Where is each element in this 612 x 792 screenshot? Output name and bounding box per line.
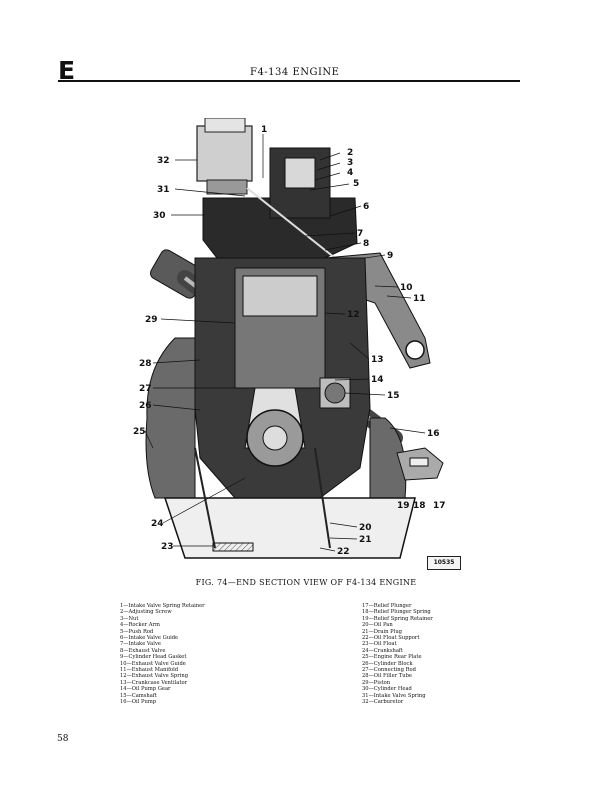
running-title: F4-134 ENGINE [250,67,340,78]
legend-item: 27—Connecting Rod [362,667,416,674]
engine-section-illustration: 1 2 3 4 5 6 7 8 9 10 11 12 13 14 15 16 1… [125,118,460,570]
figure-number-badge: 10535 [427,556,461,570]
legend-item: 31—Intake Valve Spring [362,692,426,699]
callout-3: 3 [347,158,353,168]
legend-item: 32—Carburetor [362,699,404,706]
callout-16: 16 [427,429,440,439]
legend-item: 15—Camshaft [120,692,157,699]
legend-item: 11—Exhaust Manifold [120,667,179,674]
callout-17: 17 [433,501,446,511]
callout-9: 9 [387,251,393,261]
legend-item: 12—Exhaust Valve Spring [120,673,189,680]
legend-item: 22—Oil Float Support [362,635,420,642]
callout-28: 28 [139,359,152,369]
carburetor-shape [196,118,253,195]
legend-item: 7—Intake Valve [120,641,161,648]
legend-item: 10—Exhaust Valve Guide [120,660,186,667]
legend-item: 26—Cylinder Block [362,660,413,667]
callout-29: 29 [145,315,158,325]
legend-item: 14—Oil Pump Gear [120,686,171,693]
relief-plunger-detail-shape [396,447,444,481]
callout-18: 18 [413,501,426,511]
callout-15: 15 [387,391,400,401]
callout-22: 22 [337,547,350,557]
callout-14: 14 [371,375,384,385]
figure-caption: FIG. 74—END SECTION VIEW OF F4-134 ENGIN… [195,578,417,587]
legend-item: 5—Push Rod [120,628,154,635]
legend-item: 30—Cylinder Head [362,686,412,693]
callout-27: 27 [139,384,152,394]
callout-labels: 1 2 3 4 5 6 7 8 9 10 11 12 13 14 15 16 1… [133,125,446,557]
legend-item: 29—Piston [362,679,391,686]
callout-6: 6 [363,202,369,212]
legend-item: 9—Cylinder Head Gasket [120,654,187,661]
legend-item: 6—Intake Valve Guide [120,635,179,642]
legend-item: 8—Exhaust Valve [120,647,166,654]
leader-lines [144,134,426,552]
callout-25: 25 [133,427,146,437]
callout-26: 26 [139,401,152,411]
cylinder-block-shape [194,257,371,499]
legend-item: 24—Crankshaft [362,647,403,654]
callout-11: 11 [413,294,426,304]
callout-2: 2 [347,148,353,158]
section-letter: E [58,56,75,85]
legend-left-column: 1—Intake Valve Spring Retainer 2—Adjusti… [120,603,310,706]
callout-23: 23 [161,542,174,552]
callout-7: 7 [357,229,363,239]
legend-item: 4—Rocker Arm [120,622,160,629]
legend-item: 21—Drain Plug [362,628,402,635]
callout-24: 24 [151,519,164,529]
callout-1: 1 [261,125,267,135]
callout-30: 30 [153,211,166,221]
legend-item: 18—Relief Plunger Spring [362,609,431,616]
legend-item: 23—Oil Float [362,641,397,648]
callout-5: 5 [353,179,359,189]
oil-pump-shape [319,377,351,409]
callout-10: 10 [400,283,413,293]
legend-item: 20—Oil Pan [362,622,393,629]
callout-12: 12 [347,310,360,320]
legend-item: 13—Crankcase Ventilator [120,679,188,686]
legend-item: 16—Oil Pump [120,699,157,706]
callout-4: 4 [347,168,353,178]
legend-item: 2—Adjusting Screw [120,609,172,616]
legend-item: 17—Relief Plunger [362,603,412,609]
cylinder-head-shape [202,147,358,259]
legend-item: 25—Engine Rear Plate [362,654,422,661]
callout-19: 19 [397,501,410,511]
callout-32: 32 [157,156,170,166]
callout-21: 21 [359,535,372,545]
legend-item: 28—Oil Filler Tube [362,673,412,680]
legend-right-column: 17—Relief Plunger 18—Relief Plunger Spri… [362,603,512,706]
header-rule [58,80,520,82]
callout-20: 20 [359,523,372,533]
legend-item: 3—Nut [120,615,139,622]
callout-13: 13 [371,355,384,365]
oil-pan-shape [163,447,416,559]
engine-rear-plate-shape [145,337,407,499]
callout-8: 8 [363,239,369,249]
page-number: 58 [57,734,69,744]
legend-item: 1—Intake Valve Spring Retainer [120,603,205,609]
legend-item: 19—Relief Spring Retainer [362,615,433,622]
callout-31: 31 [157,185,170,195]
